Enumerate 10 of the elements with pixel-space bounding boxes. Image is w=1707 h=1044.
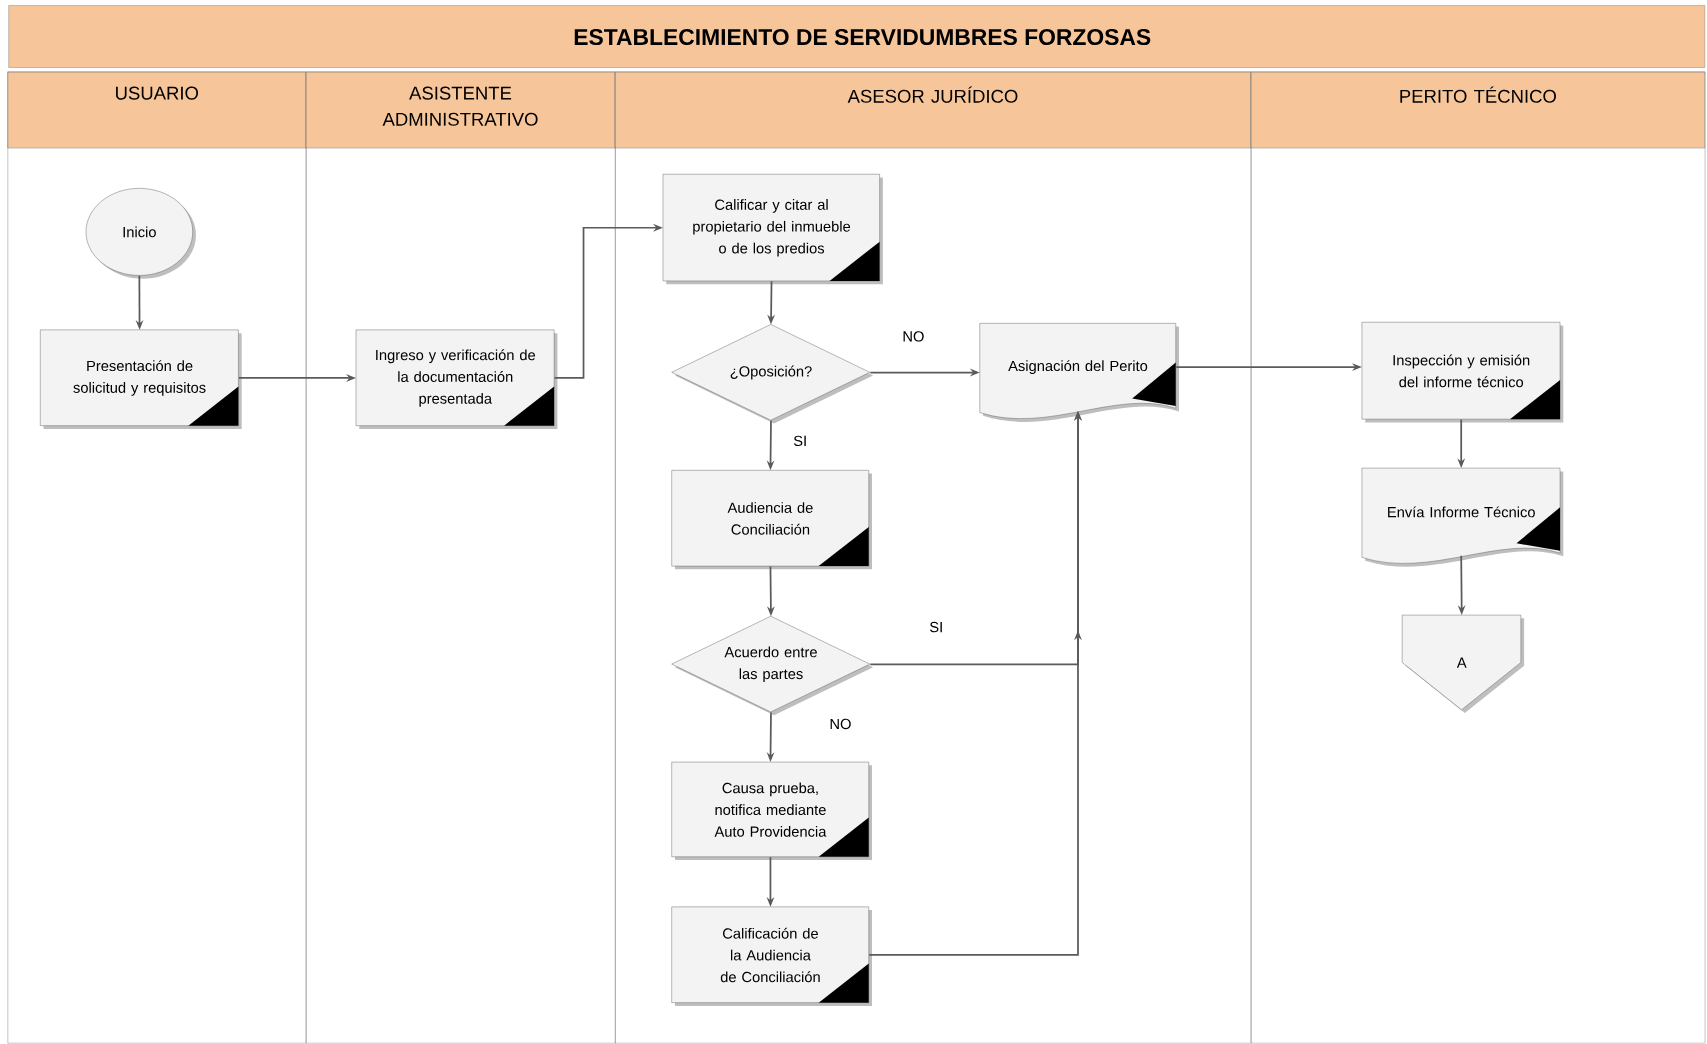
process-box: Presentación de solicitud y requisitos xyxy=(40,329,242,429)
process-box: Causa prueba, notifica mediante Auto Providencia xyxy=(671,761,872,861)
off-page-connector: A xyxy=(1402,614,1525,714)
edge-label: NO xyxy=(900,329,927,344)
process-box: Calificar y citar al propietario del inmueble o de los predios xyxy=(662,173,883,285)
process-box: Inspección y emisión del informe técnico xyxy=(1361,322,1564,423)
process-box: Calificación de la Audiencia de Conciliación xyxy=(671,906,872,1006)
process-box: Ingreso y verificación de la documentación presentada xyxy=(355,329,558,429)
process-box: Audiencia de Conciliación xyxy=(671,470,872,570)
title-bar: ESTABLECIMIENTO DE SERVIDUMBRES FORZOSAS xyxy=(8,5,1706,68)
